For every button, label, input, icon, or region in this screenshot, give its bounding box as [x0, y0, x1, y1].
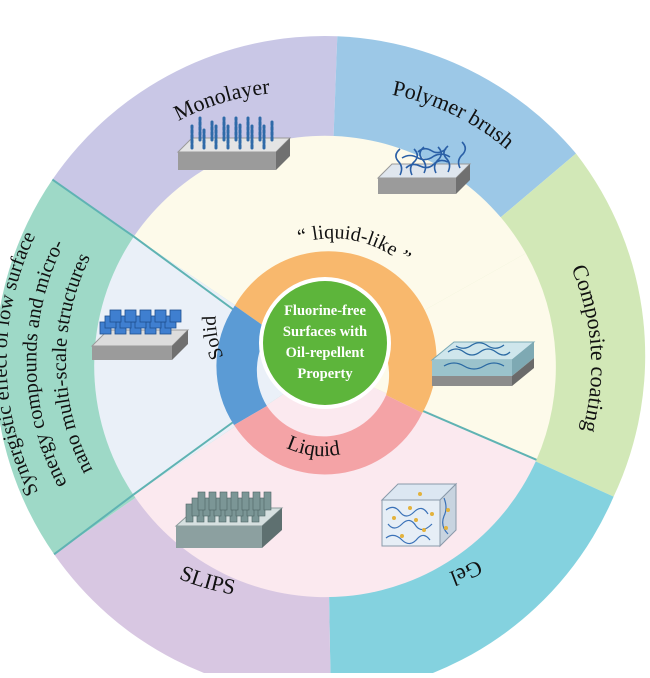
synergistic-structure-illustration — [90, 309, 190, 360]
center-line-4: Property — [297, 366, 353, 382]
slips-post — [197, 491, 206, 511]
divider-line — [132, 419, 237, 496]
center-circle — [263, 281, 387, 405]
micro-pillar — [139, 309, 152, 323]
slips-surface-illustration — [174, 491, 284, 548]
divider-line — [133, 235, 239, 314]
polymer-brush-surface-illustration — [376, 141, 472, 194]
center-line-3: Oil-repellent — [286, 345, 365, 361]
zone-solid — [94, 236, 325, 495]
micro-pillar — [109, 309, 122, 323]
center-line-1: Fluorine-free — [284, 303, 366, 319]
divider-line — [415, 407, 537, 461]
micro-pillar-array — [99, 309, 182, 335]
micro-pillar — [169, 309, 182, 323]
slips-post — [241, 491, 250, 511]
slips-post — [252, 491, 261, 511]
ring-solid — [216, 305, 270, 426]
micro-pillar — [154, 309, 167, 323]
composite-coating-illustration — [430, 341, 536, 386]
center-line-2: Surfaces with — [283, 324, 367, 340]
gel-cube-illustration — [380, 482, 458, 548]
ring-liquid — [234, 395, 423, 475]
slips-post — [263, 491, 272, 511]
micro-pillar — [124, 309, 137, 323]
divider-line — [51, 178, 135, 238]
slips-post — [219, 491, 228, 511]
slips-post — [208, 491, 217, 511]
slips-post — [230, 491, 239, 511]
divider-line — [53, 493, 135, 556]
monolayer-surface-illustration — [176, 116, 292, 170]
slips-post-array — [185, 491, 272, 523]
